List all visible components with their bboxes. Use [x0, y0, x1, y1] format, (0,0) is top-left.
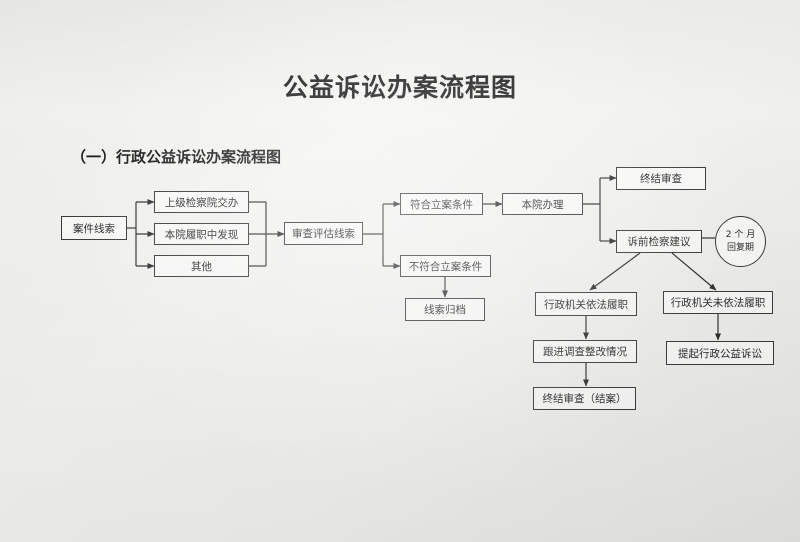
- agency-not-performed-box: 行政机关未依法履职: [663, 291, 773, 314]
- source-superior-box: 上级检察院交办: [154, 191, 249, 213]
- source-found-box: 本院履职中发现: [154, 223, 249, 245]
- connector-to-not-performed: [671, 252, 717, 291]
- not-meets-box: 不符合立案条件: [400, 255, 491, 277]
- assess-box: 审查评估线索: [284, 222, 363, 245]
- closed-review-box: 终结审查（结案）: [533, 387, 636, 410]
- meets-box: 符合立案条件: [400, 193, 483, 215]
- follow-up-box: 跟进调查整改情况: [533, 340, 637, 363]
- section-title: （一）行政公益诉讼办案流程图: [71, 148, 282, 166]
- pre-suggestion-box: 诉前检察建议: [616, 230, 702, 253]
- end-review-box: 终结审查: [616, 167, 706, 190]
- file-suit-box: 提起行政公益诉讼: [666, 341, 774, 365]
- connector-to-performed: [589, 252, 641, 291]
- source-other-box: 其他: [154, 255, 249, 277]
- clue-source-box: 案件线索: [61, 216, 127, 240]
- agency-performed-box: 行政机关依法履职: [535, 292, 637, 316]
- archive-box: 线索归档: [405, 298, 485, 321]
- handle-box: 本院办理: [502, 193, 583, 215]
- reply-period-line1: 2 个 月: [725, 229, 756, 240]
- document-title: 公益诉讼办案流程图: [282, 73, 517, 102]
- reply-period-bubble: 2 个 月 回复期: [715, 216, 766, 267]
- reply-period-line2: 回复期: [726, 242, 754, 253]
